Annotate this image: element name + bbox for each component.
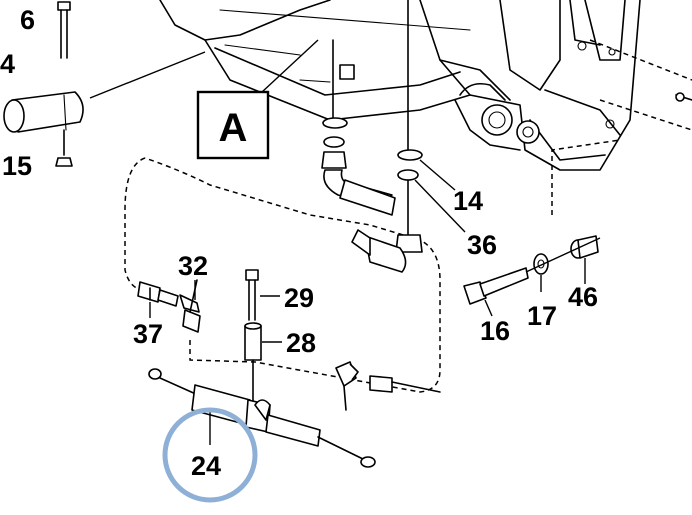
callout-29: 29: [284, 283, 314, 313]
part-17-washer: [533, 253, 549, 275]
fitting-lower-right: [335, 361, 441, 411]
part-15-nut: [55, 129, 73, 167]
callout-28: 28: [286, 328, 316, 358]
bolt-axis-line: [525, 237, 601, 273]
part-28-spacer: [244, 322, 262, 411]
callout-15: 15: [2, 151, 32, 181]
fitting-stack-right: [351, 0, 423, 273]
callout-17: 17: [527, 301, 557, 331]
callout-4: 4: [0, 49, 15, 79]
detail-label-a: A: [196, 39, 319, 160]
part-16-bolt: [463, 267, 529, 305]
callout-46: 46: [568, 282, 598, 312]
callout-6: 6: [20, 5, 35, 35]
hose-route-dashed: [124, 157, 441, 393]
callout-32: 32: [178, 251, 208, 281]
part-4-pin: [3, 91, 84, 133]
callout-36: 36: [467, 230, 497, 260]
chassis-frame: [159, 0, 641, 171]
callout-37: 37: [133, 319, 163, 349]
pin-axis-line: [89, 51, 206, 99]
detail-label-text: A: [219, 106, 248, 150]
fitting-37-32: [137, 279, 201, 333]
reference-dash-right: [551, 139, 621, 215]
fitting-stack-left: [321, 39, 396, 216]
part-6-bolt: [57, 1, 71, 59]
leader-16: [484, 299, 493, 317]
callout-24: 24: [191, 451, 221, 481]
bolt-far-right-head: [675, 92, 685, 102]
callout-16: 16: [480, 316, 510, 346]
callout-14: 14: [453, 186, 483, 216]
leader-36: [414, 179, 466, 233]
highlight-circle-24: [162, 407, 258, 503]
leader-14: [419, 159, 456, 191]
reference-dash-far-right: [589, 39, 692, 131]
part-46-bushing: [570, 235, 599, 259]
part-29-bolt: [245, 269, 259, 321]
